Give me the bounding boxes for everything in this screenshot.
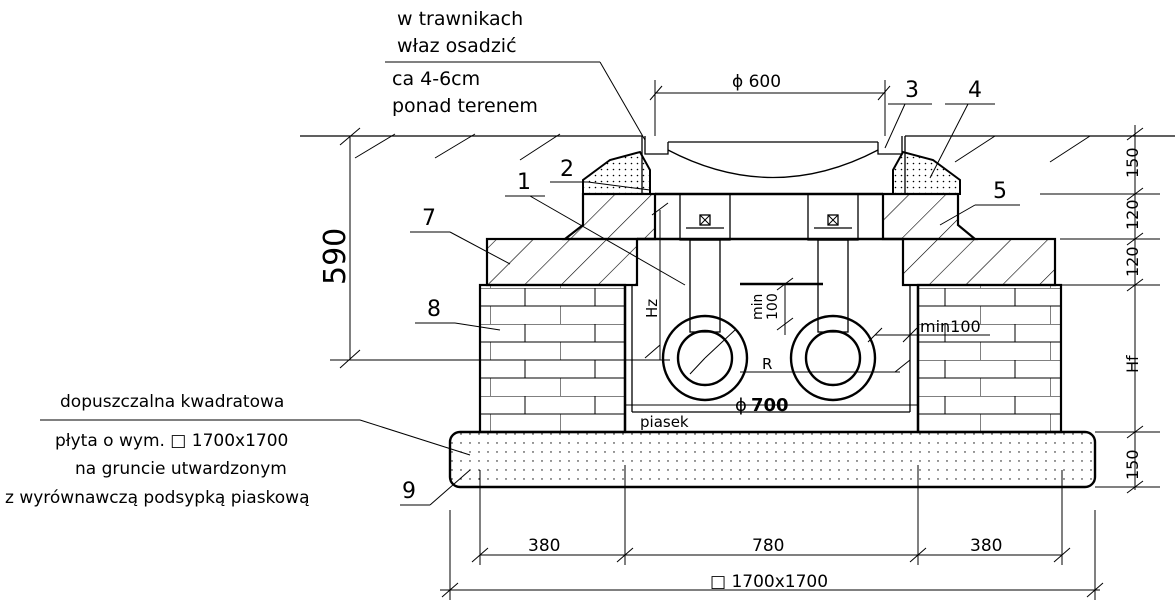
hatch-cover [644, 136, 903, 179]
callout-5: 5 [993, 179, 1007, 204]
dim-hatch-diameter: ϕ 600 [732, 72, 781, 92]
dim-total-depth: 590 [318, 228, 353, 285]
callout-9: 9 [402, 479, 416, 504]
dim-min100-horizontal: min100 [920, 317, 981, 336]
pipe-circles [661, 314, 877, 402]
dim-hz: Hz [643, 299, 661, 318]
callout-2: 2 [560, 157, 574, 182]
dim-layer-3: 120 [1123, 246, 1142, 277]
slab-note-3: na gruncie utwardzonym [75, 459, 287, 479]
dim-radius: R [762, 355, 772, 373]
dim-bottom-right: 380 [970, 536, 1002, 556]
dim-min-label: min [750, 294, 766, 320]
dim-pipe-diameter-symbol: ϕ [735, 395, 747, 416]
callout-7: 7 [422, 206, 436, 231]
dim-bottom-mid: 780 [752, 536, 784, 556]
inner-chamber [623, 285, 920, 432]
slab-note-4: z wyrównawczą podsypką piaskową [5, 488, 310, 508]
labels: w trawnikach właz osadzić ca 4-6cm ponad… [5, 8, 1142, 592]
base-slab [448, 430, 1097, 489]
lawn-note-3: ca 4-6cm [392, 68, 480, 90]
concrete-ring-7 [485, 237, 1057, 287]
lawn-note-4: ponad terenem [392, 95, 538, 117]
dim-bottom-total: □ 1700x1700 [710, 572, 828, 592]
callout-3: 3 [905, 78, 919, 103]
dim-slab: 150 [1123, 449, 1142, 480]
callout-1: 1 [517, 170, 531, 195]
frame-supports [582, 136, 961, 195]
dim-hf: Hf [1123, 355, 1142, 373]
slab-note-1: dopuszczalna kwadratowa [60, 392, 284, 412]
lawn-note-2: właz osadzić [397, 35, 517, 57]
dim-bottom-left: 380 [528, 536, 560, 556]
dim-min-value: 100 [765, 293, 781, 320]
brick-walls [478, 283, 1063, 434]
slab-note-2: płyta o wym. □ 1700x1700 [55, 431, 288, 451]
cover-slab-5 [561, 192, 979, 241]
sand-label: piasek [640, 413, 689, 431]
lawn-note-1: w trawnikach [397, 8, 523, 30]
callout-8: 8 [427, 297, 441, 322]
ground-line [300, 133, 1175, 163]
dim-pipe-diameter-value: 700 [751, 395, 789, 416]
dim-layer-2: 120 [1123, 199, 1142, 230]
dim-layer-top: 150 [1123, 147, 1142, 178]
callout-4: 4 [968, 78, 982, 103]
dimension-lines [40, 61, 1160, 600]
